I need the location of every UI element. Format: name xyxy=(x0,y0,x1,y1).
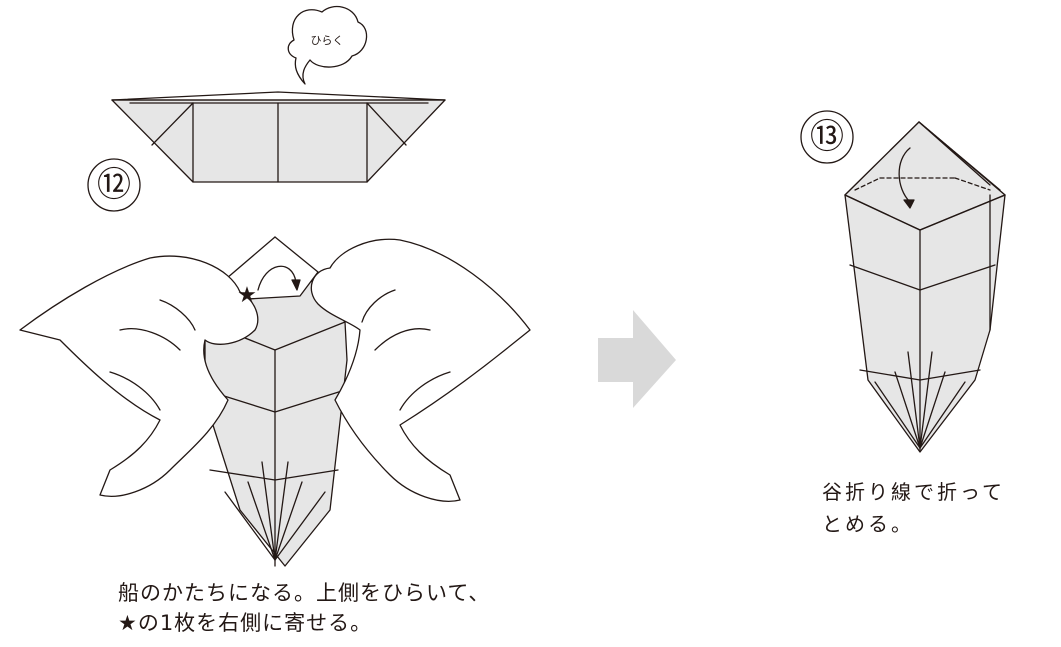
right-arrow-icon xyxy=(598,310,676,408)
star-icon: ★ xyxy=(237,283,257,308)
step-12-caption-line-2: ★の1枚を右側に寄せる。 xyxy=(118,611,373,635)
step-12-caption: 船のかたちになる。上側をひらいて、 ★の1枚を右側に寄せる。 xyxy=(118,578,490,638)
boat-shape xyxy=(111,91,446,183)
step-13-caption-line-2: とめる。 xyxy=(822,512,914,536)
step-12-caption-line-1: 船のかたちになる。上側をひらいて、 xyxy=(118,581,491,605)
folded-model-13 xyxy=(844,121,1006,453)
left-hand xyxy=(19,255,259,497)
right-hand xyxy=(310,238,531,502)
step-number-13-circle xyxy=(800,110,854,164)
step-number-12: ⑫ xyxy=(97,165,131,205)
step-13-caption: 谷折り線で折って とめる。 xyxy=(822,476,1005,540)
bubble-text: ひらく xyxy=(311,34,344,47)
speech-bubble xyxy=(287,5,368,85)
step-number-12-circle xyxy=(87,158,141,212)
curve-arrow-12 xyxy=(257,265,301,291)
step-number-13: ⑬ xyxy=(810,117,844,157)
step-13-caption-line-1: 谷折り線で折って xyxy=(822,480,1005,504)
